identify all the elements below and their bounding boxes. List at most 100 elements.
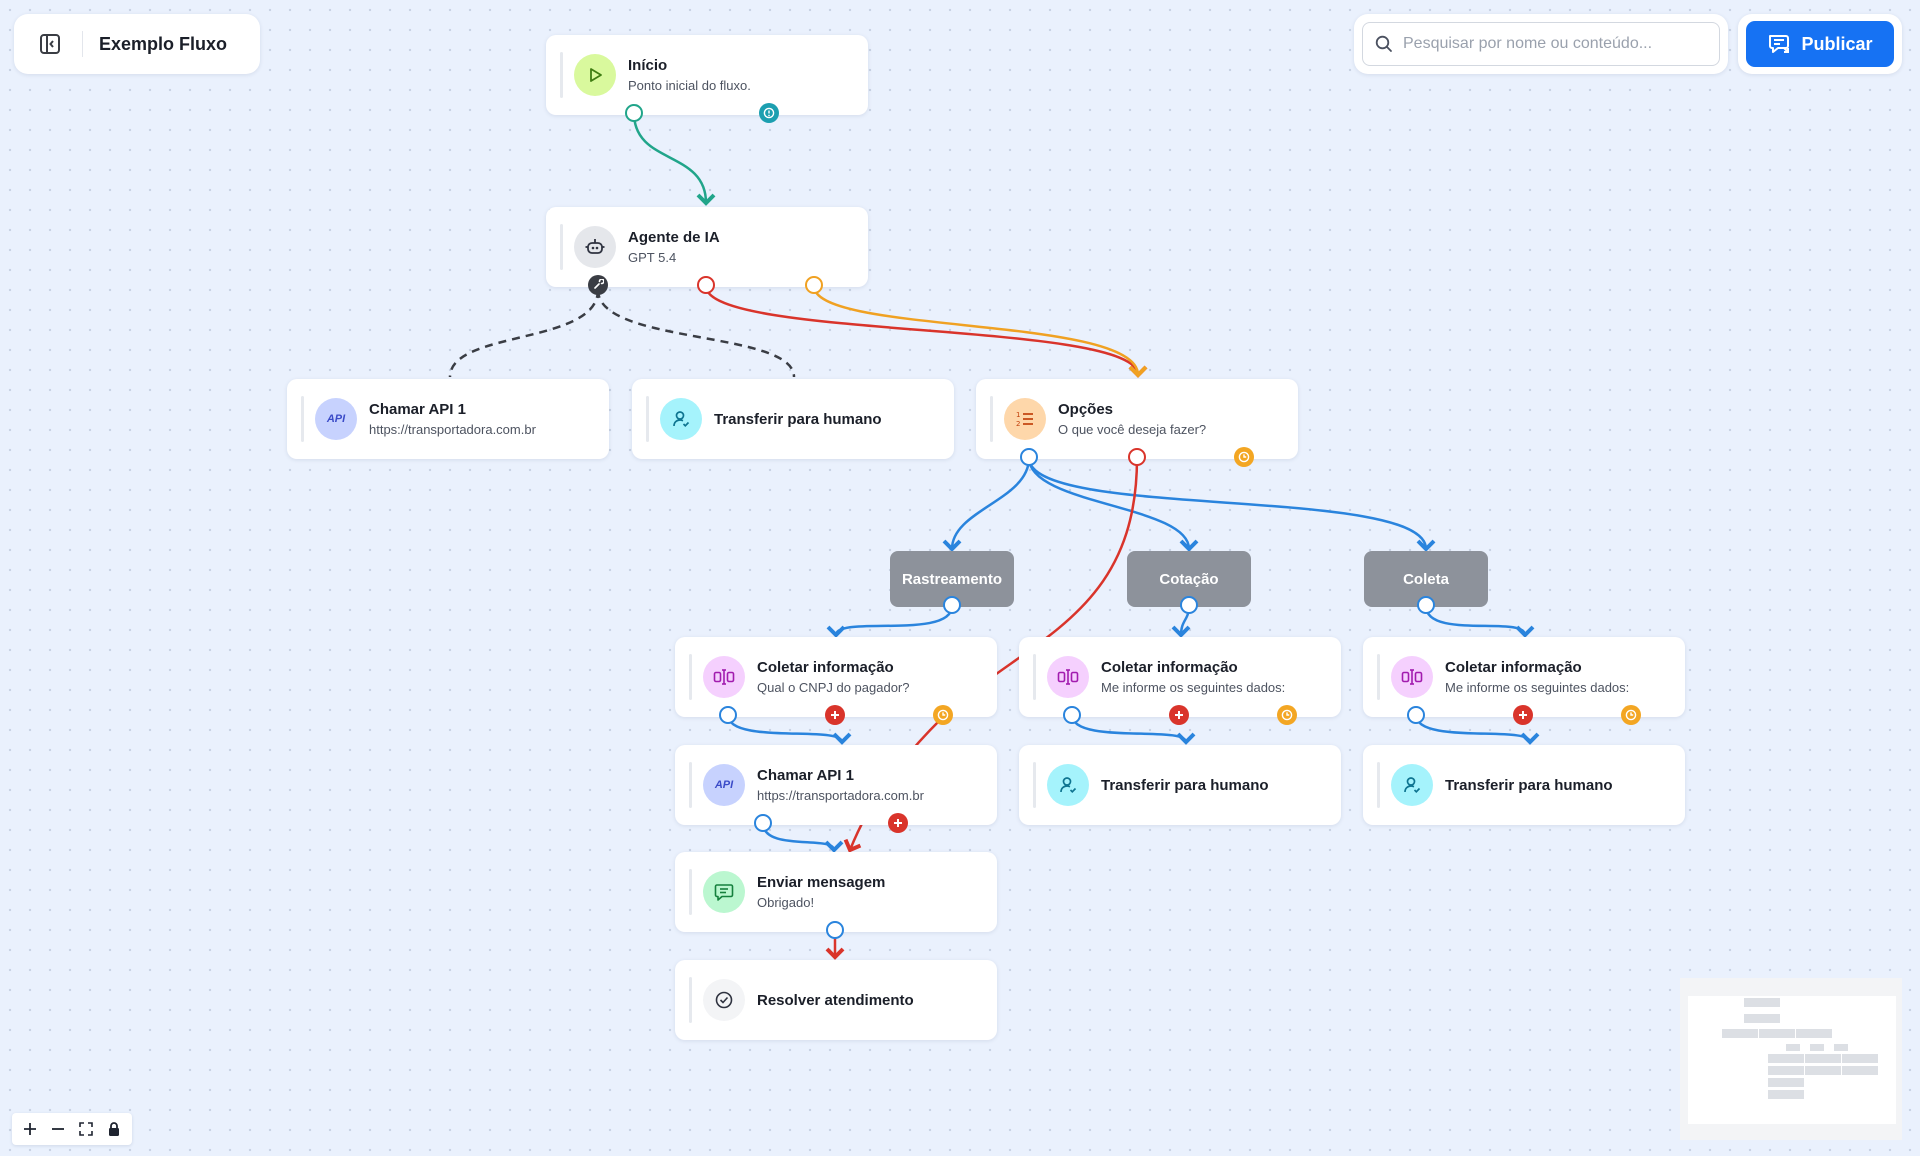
error-handle[interactable] bbox=[1128, 448, 1146, 466]
output-handle[interactable] bbox=[1180, 596, 1198, 614]
node-drag-bar bbox=[1033, 762, 1036, 808]
node-enviar-mensagem[interactable]: Enviar mensagem Obrigado! bbox=[675, 852, 997, 932]
node-title: Chamar API 1 bbox=[369, 401, 466, 418]
node-drag-bar bbox=[1033, 654, 1036, 700]
node-transferir-3[interactable]: Transferir para humano bbox=[1363, 745, 1685, 825]
node-drag-bar bbox=[301, 396, 304, 442]
node-chamar-api-top[interactable]: API Chamar API 1 https://transportadora.… bbox=[287, 379, 609, 459]
output-handle-start[interactable] bbox=[625, 104, 643, 122]
edge-tool-api bbox=[448, 289, 600, 378]
node-title: Coletar informação bbox=[1445, 659, 1582, 676]
node-title: Resolver atendimento bbox=[757, 991, 914, 1009]
form-input-icon bbox=[1391, 656, 1433, 698]
edge-coleta-coletar bbox=[1424, 605, 1535, 638]
output-handle[interactable] bbox=[826, 921, 844, 939]
plus-icon[interactable] bbox=[1513, 705, 1533, 725]
node-chamar-api-bottom[interactable]: API Chamar API 1 https://transportadora.… bbox=[675, 745, 997, 825]
plus-icon[interactable] bbox=[825, 705, 845, 725]
sidebar-toggle-icon bbox=[40, 34, 60, 54]
fit-view-icon bbox=[79, 1122, 93, 1136]
clock-handle-icon[interactable] bbox=[1621, 705, 1641, 725]
node-drag-bar bbox=[990, 396, 993, 442]
api-icon-text: API bbox=[714, 779, 734, 791]
publish-panel: Publicar bbox=[1738, 14, 1902, 74]
node-coletar-informacao-2[interactable]: Coletar informação Me informe os seguint… bbox=[1019, 637, 1341, 717]
minimap-viewport bbox=[1688, 996, 1896, 1124]
node-subtitle: Ponto inicial do fluxo. bbox=[628, 78, 751, 93]
node-title: Agente de IA bbox=[628, 229, 720, 246]
node-subtitle: https://transportadora.com.br bbox=[369, 422, 536, 437]
flow-title[interactable]: Exemplo Fluxo bbox=[99, 33, 228, 54]
search-box[interactable] bbox=[1362, 22, 1720, 66]
node-subtitle: Obrigado! bbox=[757, 895, 815, 910]
output-handle[interactable] bbox=[719, 706, 737, 724]
node-subtitle: Me informe os seguintes dados: bbox=[1101, 680, 1286, 695]
fit-view-button[interactable] bbox=[72, 1115, 100, 1143]
form-input-icon bbox=[703, 656, 745, 698]
node-subtitle: https://transportadora.com.br bbox=[757, 788, 924, 803]
svg-text:1: 1 bbox=[1016, 411, 1020, 419]
node-title: Coletar informação bbox=[1101, 659, 1238, 676]
api-icon: API bbox=[315, 398, 357, 440]
output-handle[interactable] bbox=[1417, 596, 1435, 614]
output-handle[interactable] bbox=[754, 814, 772, 832]
search-input[interactable] bbox=[1401, 34, 1719, 54]
search-panel bbox=[1354, 14, 1728, 74]
output-handle[interactable] bbox=[943, 596, 961, 614]
api-icon-text: API bbox=[326, 413, 346, 425]
node-agente-ia[interactable]: Agente de IA GPT 5.4 bbox=[546, 207, 868, 287]
edge-api-enviar bbox=[761, 822, 844, 853]
plus-icon[interactable] bbox=[888, 813, 908, 833]
user-check-icon bbox=[660, 398, 702, 440]
api-icon: API bbox=[703, 764, 745, 806]
node-title: Enviar mensagem bbox=[757, 874, 886, 891]
user-check-icon bbox=[1391, 764, 1433, 806]
edge-agente-timeout-opcoes bbox=[812, 285, 1148, 378]
node-drag-bar bbox=[560, 224, 563, 270]
timeout-handle[interactable] bbox=[805, 276, 823, 294]
node-title: Transferir para humano bbox=[1101, 776, 1269, 794]
clock-handle-icon[interactable] bbox=[1277, 705, 1297, 725]
lock-button[interactable] bbox=[100, 1115, 128, 1143]
edge-opcoes-coleta bbox=[1027, 457, 1436, 552]
sidebar-toggle-button[interactable] bbox=[28, 22, 72, 66]
clock-handle-icon[interactable] bbox=[1234, 447, 1254, 467]
node-resolver-atendimento[interactable]: Resolver atendimento bbox=[675, 960, 997, 1040]
node-transferir-top[interactable]: Transferir para humano bbox=[632, 379, 954, 459]
check-circle-icon bbox=[703, 979, 745, 1021]
plus-icon[interactable] bbox=[1169, 705, 1189, 725]
edge-start-agente bbox=[632, 112, 716, 206]
zoom-out-button[interactable] bbox=[44, 1115, 72, 1143]
output-handle[interactable] bbox=[1407, 706, 1425, 724]
play-icon bbox=[574, 54, 616, 96]
error-handle[interactable] bbox=[697, 276, 715, 294]
output-handle[interactable] bbox=[1063, 706, 1081, 724]
node-subtitle: Qual o CNPJ do pagador? bbox=[757, 680, 910, 695]
node-drag-bar bbox=[689, 869, 692, 915]
search-icon bbox=[1375, 35, 1392, 52]
info-handle-icon[interactable] bbox=[759, 103, 779, 123]
node-transferir-2[interactable]: Transferir para humano bbox=[1019, 745, 1341, 825]
edge-opcoes-cotacao bbox=[1027, 457, 1199, 552]
clock-handle-icon[interactable] bbox=[933, 705, 953, 725]
zoom-in-button[interactable] bbox=[16, 1115, 44, 1143]
tool-handle-icon[interactable] bbox=[588, 275, 608, 295]
edge-agente-error-opcoes bbox=[704, 285, 1148, 378]
edge-opcoes-rastreamento bbox=[942, 457, 1031, 552]
svg-text:2: 2 bbox=[1016, 420, 1020, 428]
edge-rastreamento-coletar bbox=[826, 605, 954, 638]
node-subtitle: O que você deseja fazer? bbox=[1058, 422, 1207, 437]
publish-button[interactable]: Publicar bbox=[1746, 21, 1894, 67]
node-coletar-informacao-3[interactable]: Coletar informação Me informe os seguint… bbox=[1363, 637, 1685, 717]
robot-icon bbox=[574, 226, 616, 268]
output-handle[interactable] bbox=[1020, 448, 1038, 466]
node-coletar-informacao-1[interactable]: Coletar informação Qual o CNPJ do pagado… bbox=[675, 637, 997, 717]
minimap[interactable] bbox=[1680, 978, 1902, 1140]
flow-title-panel: Exemplo Fluxo bbox=[14, 14, 260, 74]
user-check-icon bbox=[1047, 764, 1089, 806]
node-inicio[interactable]: Início Ponto inicial do fluxo. bbox=[546, 35, 868, 115]
zoom-out-icon bbox=[52, 1128, 64, 1130]
node-title: Transferir para humano bbox=[714, 410, 882, 428]
